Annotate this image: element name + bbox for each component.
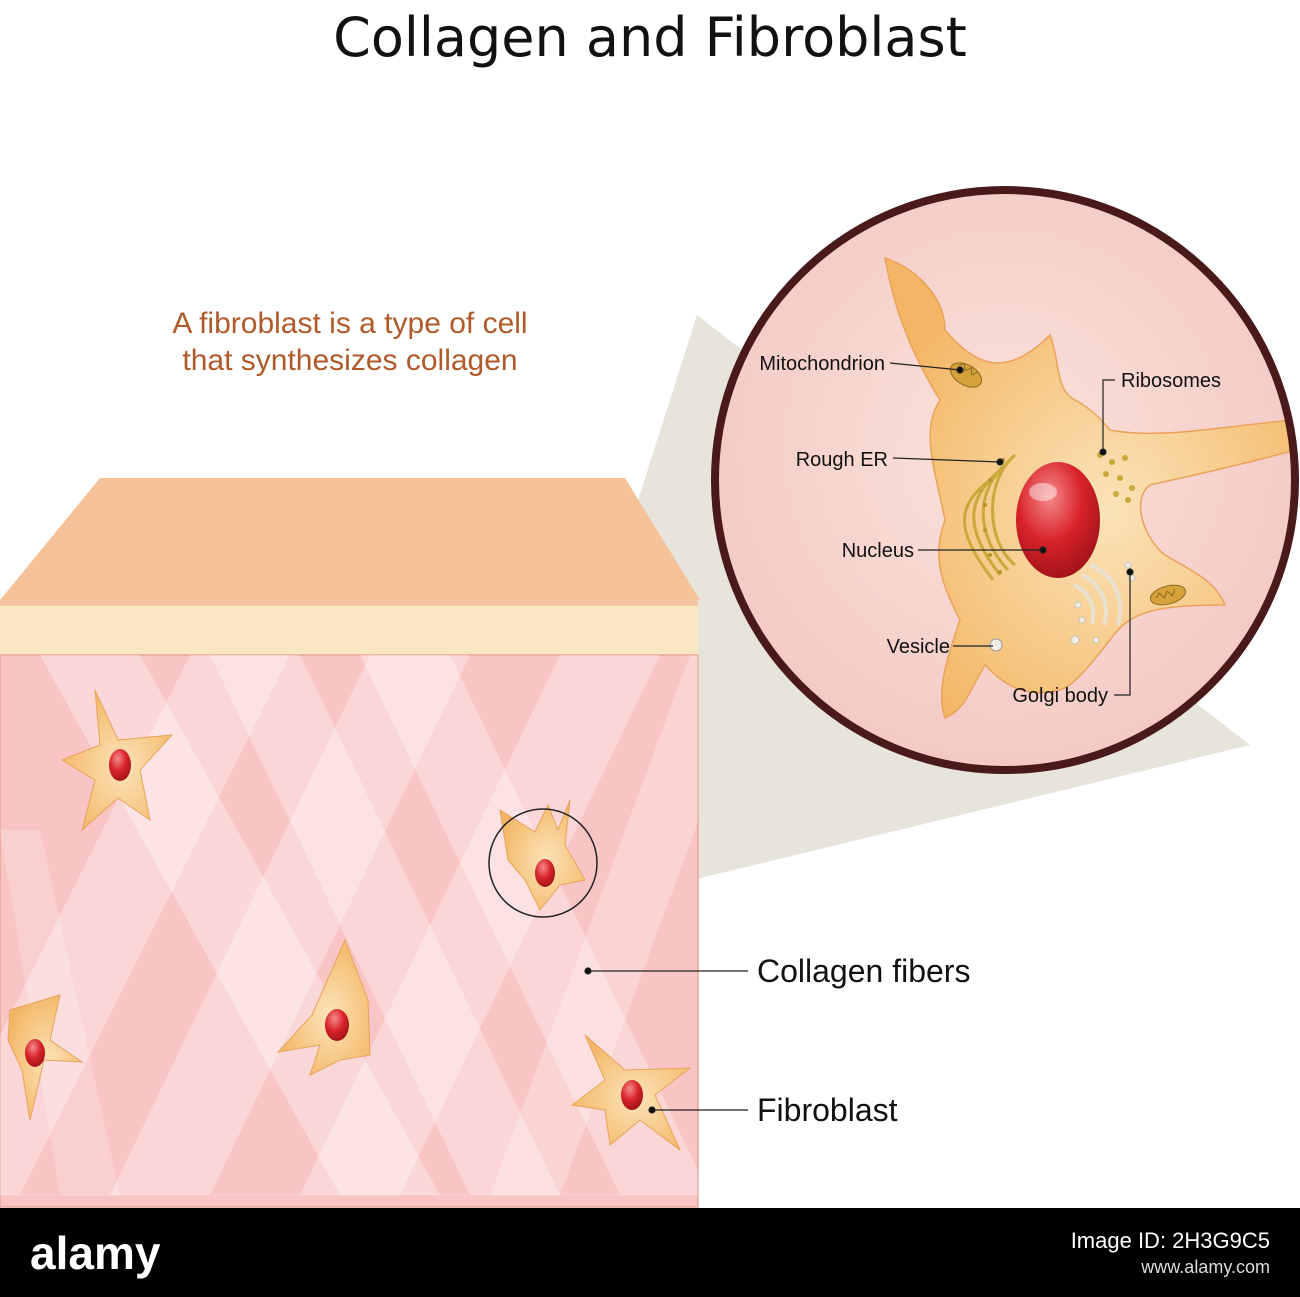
tissue-leader-lines	[584, 967, 748, 1114]
footer-url: www.alamy.com	[1141, 1257, 1270, 1277]
footer-bar: alamy Image ID: 2H3G9C5 www.alamy.com	[0, 1208, 1300, 1297]
caption-line-1: A fibroblast is a type of cell	[172, 307, 528, 340]
label-golgi-body: Golgi body	[1012, 685, 1108, 707]
label-rough-er: Rough ER	[796, 449, 888, 471]
diagram-title: Collagen and Fibroblast	[333, 6, 967, 69]
cell-leader-lines	[889, 362, 1134, 696]
label-mitochondrion: Mitochondrion	[759, 353, 885, 375]
caption: A fibroblast is a type of cell that synt…	[110, 305, 590, 379]
label-collagen-fibers: Collagen fibers	[757, 953, 970, 989]
caption-line-2: that synthesizes collagen	[182, 344, 518, 377]
tissue-fibroblast-2	[7, 994, 84, 1121]
skin-top-face	[0, 478, 700, 600]
tissue-fibroblast-1	[60, 689, 174, 832]
golgi-body	[1073, 563, 1123, 626]
mitochondrion-2	[1149, 584, 1187, 606]
footer-image-id: Image ID: 2H3G9C5	[1070, 1228, 1270, 1253]
label-vesicle: Vesicle	[887, 636, 950, 658]
vesicle	[989, 638, 1003, 652]
tissue-fibroblast-3	[276, 938, 371, 1076]
footer-logo: alamy	[30, 1227, 161, 1279]
label-fibroblast: Fibroblast	[757, 1092, 898, 1128]
nucleus	[1016, 462, 1100, 578]
label-nucleus: Nucleus	[842, 540, 914, 562]
magnified-circle-border	[711, 186, 1299, 774]
magnifier-small-circle	[488, 808, 598, 918]
magnified-view	[711, 186, 1299, 774]
illustration: Mitochondrion Ribosomes Rough ER Nucleus…	[0, 186, 1299, 1208]
label-ribosomes: Ribosomes	[1121, 370, 1221, 392]
footer-info: Image ID: 2H3G9C5 www.alamy.com	[1071, 1228, 1270, 1280]
epidermis-layer	[0, 600, 698, 655]
tissue-fibroblast-4	[570, 1034, 692, 1151]
